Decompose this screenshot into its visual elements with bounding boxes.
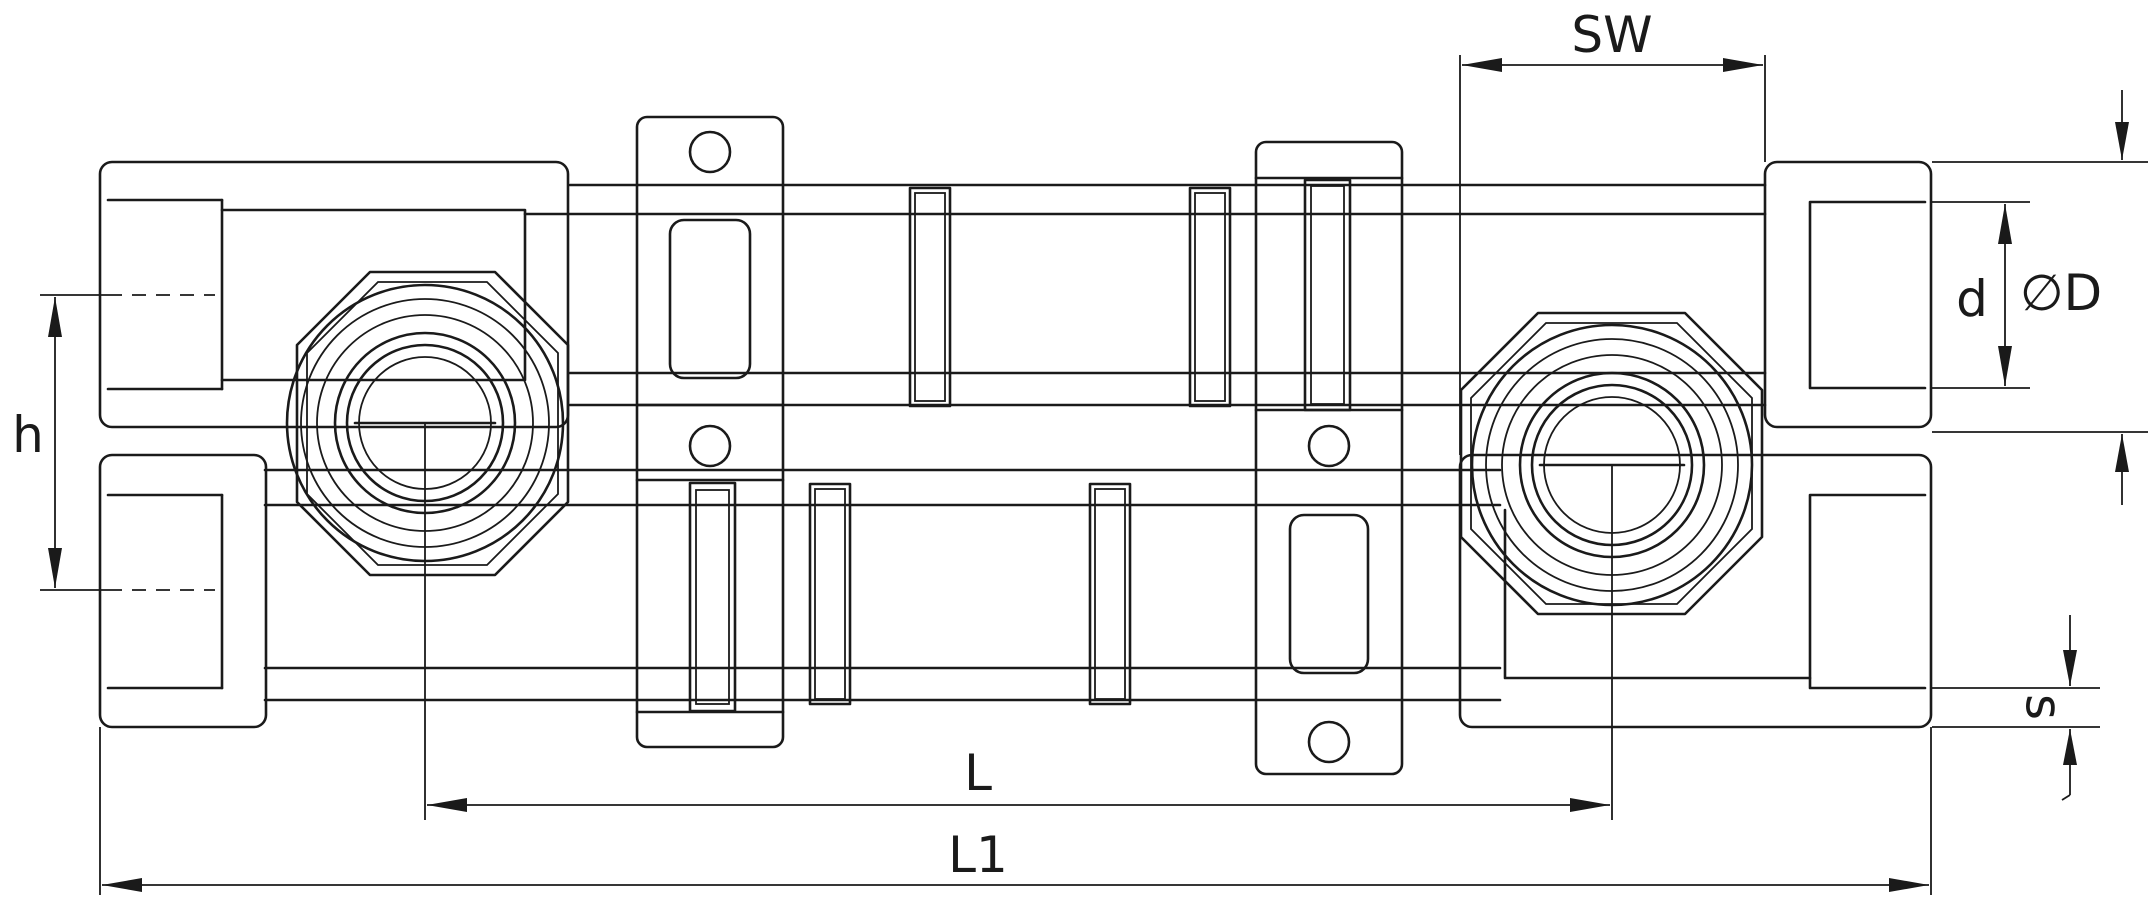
diameter-letter: D bbox=[2064, 264, 2103, 322]
dimension-l1-label: L1 bbox=[948, 826, 1008, 884]
right-lower-socket bbox=[1458, 453, 1933, 729]
right-upper-socket bbox=[1763, 160, 1933, 429]
left-lower-socket bbox=[98, 453, 268, 729]
mounting-bracket-left bbox=[635, 115, 785, 749]
dimension-h-label: h bbox=[12, 406, 44, 464]
dimension-s-label: s bbox=[2015, 694, 2073, 720]
clamp-bands bbox=[808, 186, 1232, 706]
dimension-inner-diameter-label: d bbox=[1956, 270, 1988, 328]
mounting-bracket-right bbox=[1254, 140, 1404, 776]
dimension-l1: L1 bbox=[99, 727, 1932, 895]
dimension-h: h bbox=[12, 294, 108, 591]
dimension-sw-label: SW bbox=[1571, 6, 1652, 64]
center-lines bbox=[424, 423, 1613, 820]
dimension-l: L bbox=[427, 744, 1610, 812]
left-upper-socket bbox=[98, 160, 570, 429]
dimension-outer-diameter-label: ∅D bbox=[2020, 264, 2102, 322]
dimension-outer-diameter: ∅D bbox=[1932, 90, 2148, 505]
dimension-s: s bbox=[1932, 615, 2100, 801]
diameter-symbol: ∅ bbox=[2020, 264, 2064, 322]
dimension-inner-diameter: d bbox=[1932, 201, 2030, 389]
upper-pipe bbox=[523, 183, 1767, 407]
dimension-sw: SW bbox=[1459, 6, 1766, 455]
dimension-l-label: L bbox=[964, 744, 992, 802]
lower-pipe bbox=[263, 468, 1502, 702]
